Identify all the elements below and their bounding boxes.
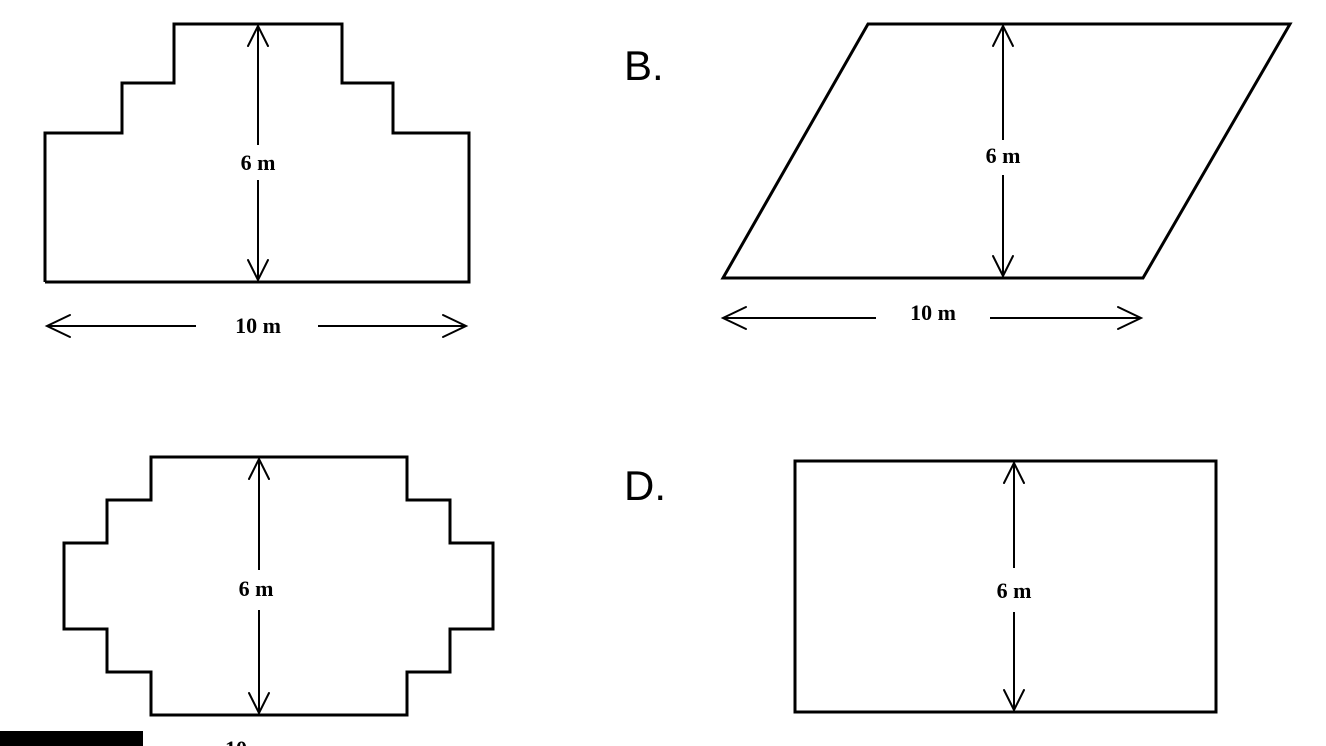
panel-c-width-label: 10 xyxy=(225,736,247,746)
panel-c-arrowhead-up xyxy=(248,456,270,480)
panel-b-arrowhead-down xyxy=(992,255,1014,279)
panel-b-letter: B. xyxy=(624,42,664,89)
panel-d-arrowhead-up xyxy=(1003,460,1025,484)
panel-a-arrowhead-left xyxy=(44,314,71,338)
panel-a-arrowhead-right xyxy=(442,314,469,338)
redaction-block xyxy=(0,731,143,746)
panel-d-arrowhead-down xyxy=(1003,689,1025,713)
panel-a-arrowhead-down xyxy=(247,259,269,283)
panel-c-arrowhead-down xyxy=(248,692,270,716)
panel-d-letter: D. xyxy=(624,462,666,509)
panel-b-parallelogram xyxy=(720,22,1293,280)
panel-b-height-label: 6 m xyxy=(986,143,1021,168)
panel-a-width-label: 10 m xyxy=(235,313,281,338)
panel-d: D. 6 m xyxy=(624,459,1218,714)
panel-b-arrowhead-up xyxy=(992,23,1014,47)
panel-c-letter: . xyxy=(0,462,4,509)
panel-a-arrowhead-up xyxy=(247,23,269,47)
panel-d-rectangle xyxy=(793,459,1218,714)
panel-d-height-label: 6 m xyxy=(997,578,1032,603)
panel-a: . 6 m 10 m xyxy=(0,22,471,338)
panel-b-arrowhead-right xyxy=(1117,306,1144,330)
panel-b-arrowhead-left xyxy=(720,306,747,330)
panel-c: . 6 m 10 xyxy=(0,455,495,746)
panel-c-stepped-shape xyxy=(62,455,495,717)
panel-b: B. 6 m 10 m xyxy=(624,22,1293,330)
panel-c-height-label: 6 m xyxy=(239,576,274,601)
panel-a-letter: . xyxy=(0,42,4,89)
panel-a-stepped-shape xyxy=(43,22,471,284)
panel-a-height-label: 6 m xyxy=(241,150,276,175)
panel-b-width-label: 10 m xyxy=(910,300,956,325)
